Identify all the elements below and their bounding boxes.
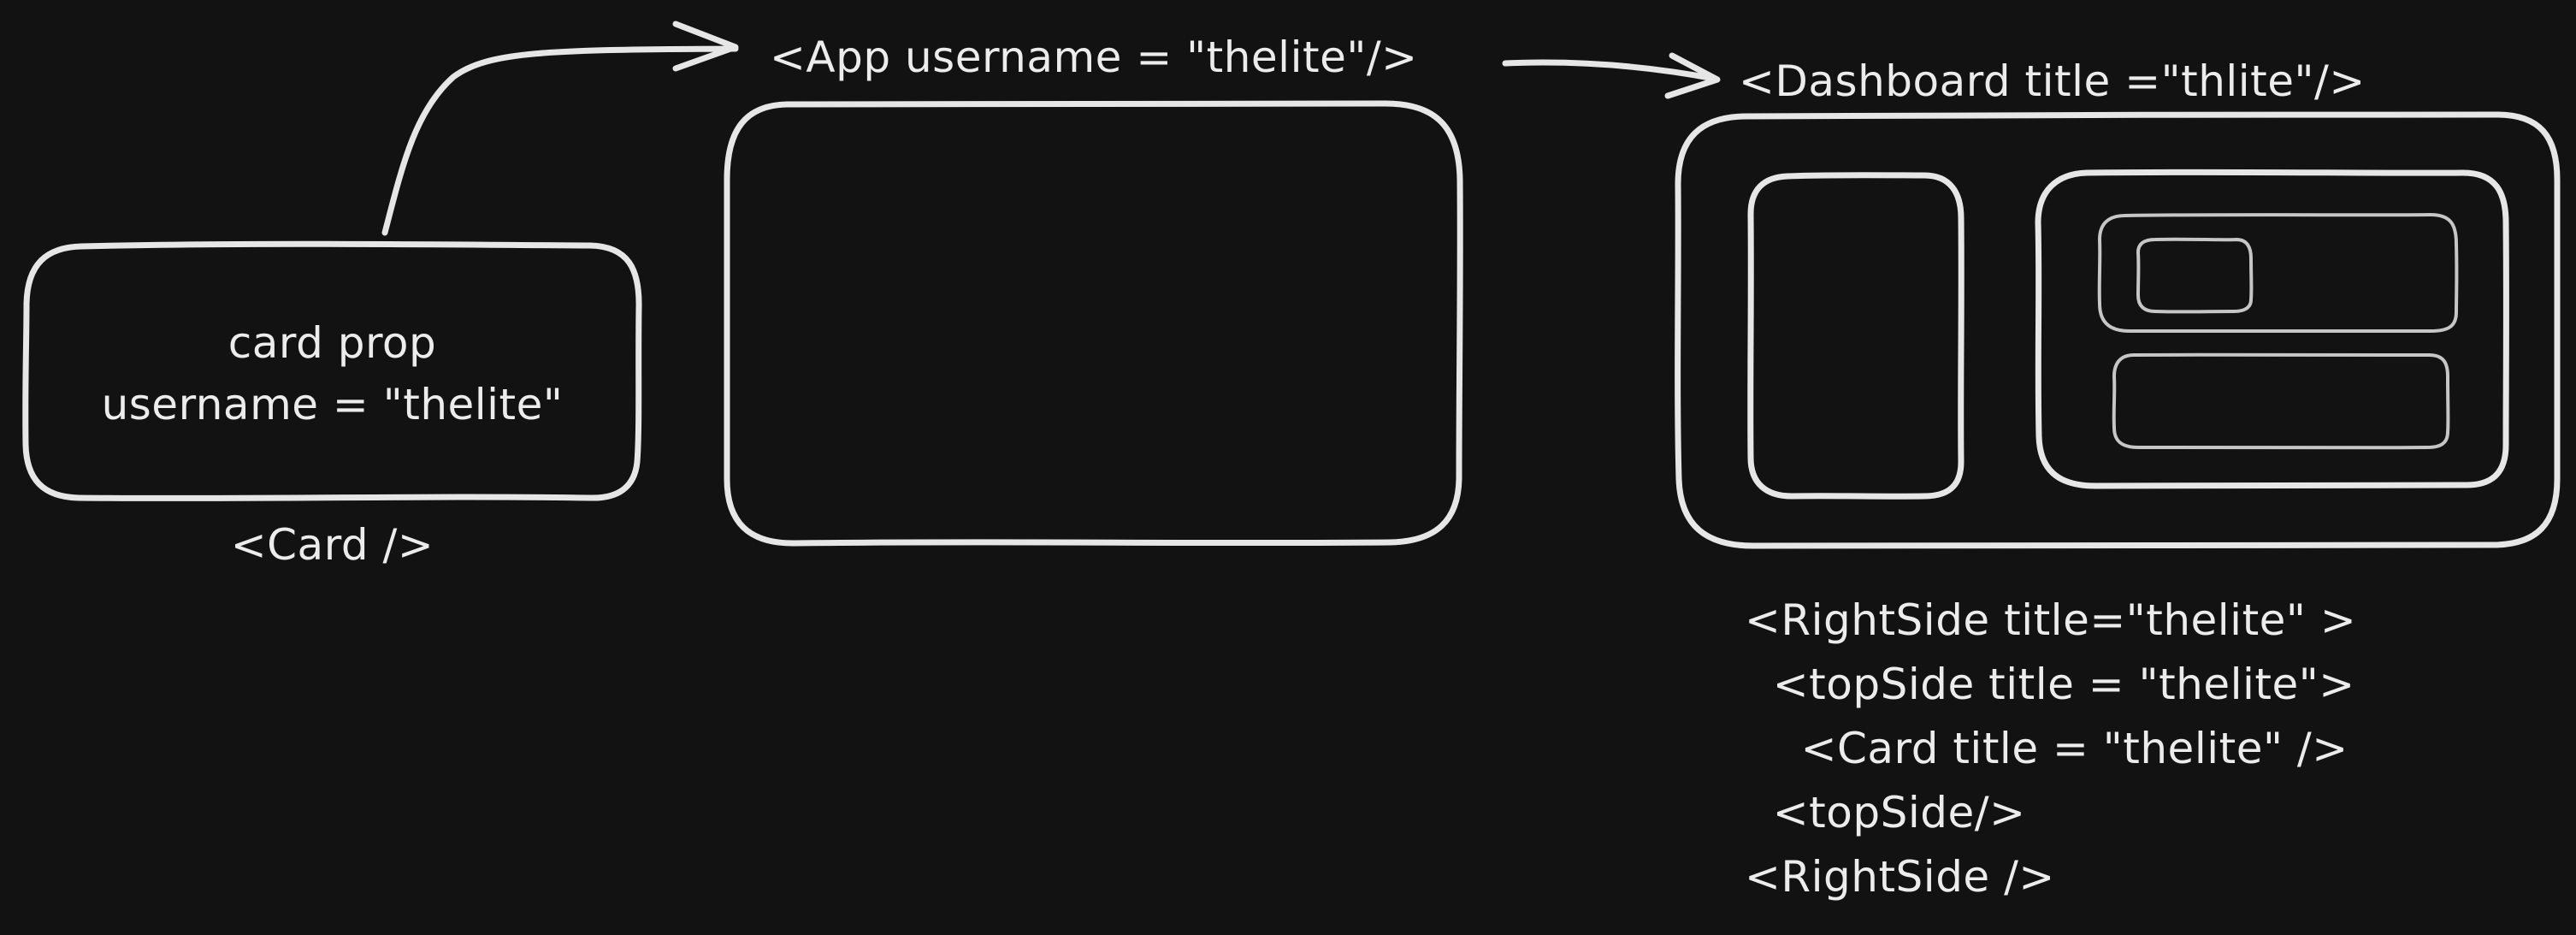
app-to-dashboard-arrow	[1502, 59, 1718, 82]
code-line: <RightSide title="thelite" >	[1745, 595, 2357, 645]
card-caption: <Card />	[230, 520, 434, 570]
card-prop-username: username = "thelite"	[101, 380, 564, 429]
dashboard-label: <Dashboard title ="thlite"/>	[1739, 56, 2366, 106]
app-box[interactable]	[724, 100, 1463, 547]
card-to-app-arrow	[381, 45, 739, 236]
code-line: <Card title = "thelite" />	[1745, 724, 2349, 773]
app-label: <App username = "thelite"/>	[770, 33, 1418, 82]
code-line: <topSide title = "thelite">	[1745, 660, 2355, 709]
code-line: <topSide/>	[1745, 788, 2026, 837]
card-to-app-arrowhead	[672, 21, 739, 72]
topside-panel[interactable]	[2097, 213, 2459, 334]
bottom-panel[interactable]	[2112, 352, 2450, 450]
card-prop-title: card prop	[227, 318, 437, 368]
card-prop-box[interactable]	[22, 240, 642, 501]
card-panel[interactable]	[2136, 237, 2254, 314]
app-to-dashboard-arrowhead	[1664, 52, 1721, 99]
dashboard-box[interactable]	[1675, 111, 2561, 549]
dashboard-left-panel[interactable]	[1747, 172, 1964, 500]
rightside-panel[interactable]	[2035, 169, 2509, 489]
code-line: <RightSide />	[1745, 852, 2055, 902]
